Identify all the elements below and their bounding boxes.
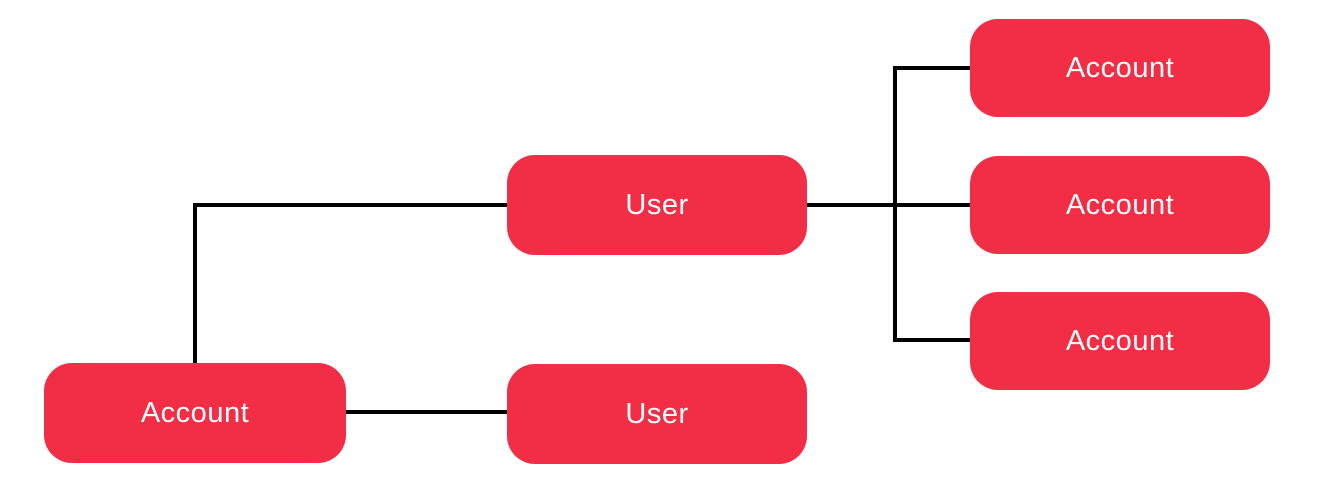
node-label: Account	[1065, 51, 1175, 84]
connector-trunk-to-account-top-right	[893, 66, 972, 70]
node-label: Account	[1065, 188, 1175, 221]
connector-user-center-to-account-bottom-left-horizontal	[193, 203, 511, 207]
connector-right-trunk-vertical	[893, 66, 897, 342]
node-account-middle-right: Account	[970, 156, 1270, 254]
connector-account-bottom-left-to-user-bottom	[346, 410, 511, 414]
node-account-bottom-left: Account	[44, 363, 346, 463]
node-label: Account	[140, 396, 250, 429]
node-label: User	[625, 397, 689, 430]
connector-trunk-to-account-bottom-right	[893, 338, 972, 342]
node-label: Account	[1065, 324, 1175, 357]
node-user-center: User	[507, 155, 807, 255]
connector-user-center-to-account-bottom-left-vertical	[193, 203, 197, 365]
node-account-bottom-right: Account	[970, 292, 1270, 390]
node-account-top-right: Account	[970, 19, 1270, 117]
connector-user-center-to-account-middle-right	[805, 203, 972, 207]
node-user-bottom: User	[507, 364, 807, 464]
node-label: User	[625, 188, 689, 221]
